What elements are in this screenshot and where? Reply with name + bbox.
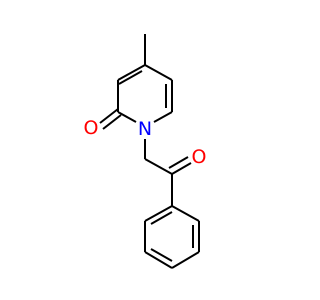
ring-carbonyl-oxygen-label: O xyxy=(84,117,99,139)
bond-co-o-double-a xyxy=(171,162,192,175)
bond-n-c6 xyxy=(153,111,173,123)
bond-ph-6-1-double xyxy=(150,211,173,225)
bond-c2-o-double-b xyxy=(102,114,122,130)
bond-c4-c3 xyxy=(117,64,146,81)
bond-c4-c3-double xyxy=(118,70,143,85)
bond-c5-c4 xyxy=(144,64,173,81)
nitrogen-atom-label: N xyxy=(138,118,152,140)
bond-c2-o-double-a xyxy=(99,108,119,124)
phenyl-ring xyxy=(144,205,200,269)
bond-ph-3-4 xyxy=(171,251,200,269)
molecule-structure-diagram: N O O xyxy=(84,34,207,269)
ketone-oxygen-label: O xyxy=(192,146,207,168)
bond-ph-4-5-double xyxy=(150,248,173,262)
bond-co-o-double-b xyxy=(168,156,189,169)
bond-ch2-co xyxy=(144,158,173,175)
pyridinone-ring xyxy=(99,34,173,130)
bond-ph-6-1 xyxy=(144,205,173,222)
bond-ph-1-2 xyxy=(171,205,200,222)
bond-c2-n xyxy=(117,111,137,123)
bond-ph-4-5 xyxy=(144,251,173,269)
phenacyl-chain xyxy=(144,139,192,206)
